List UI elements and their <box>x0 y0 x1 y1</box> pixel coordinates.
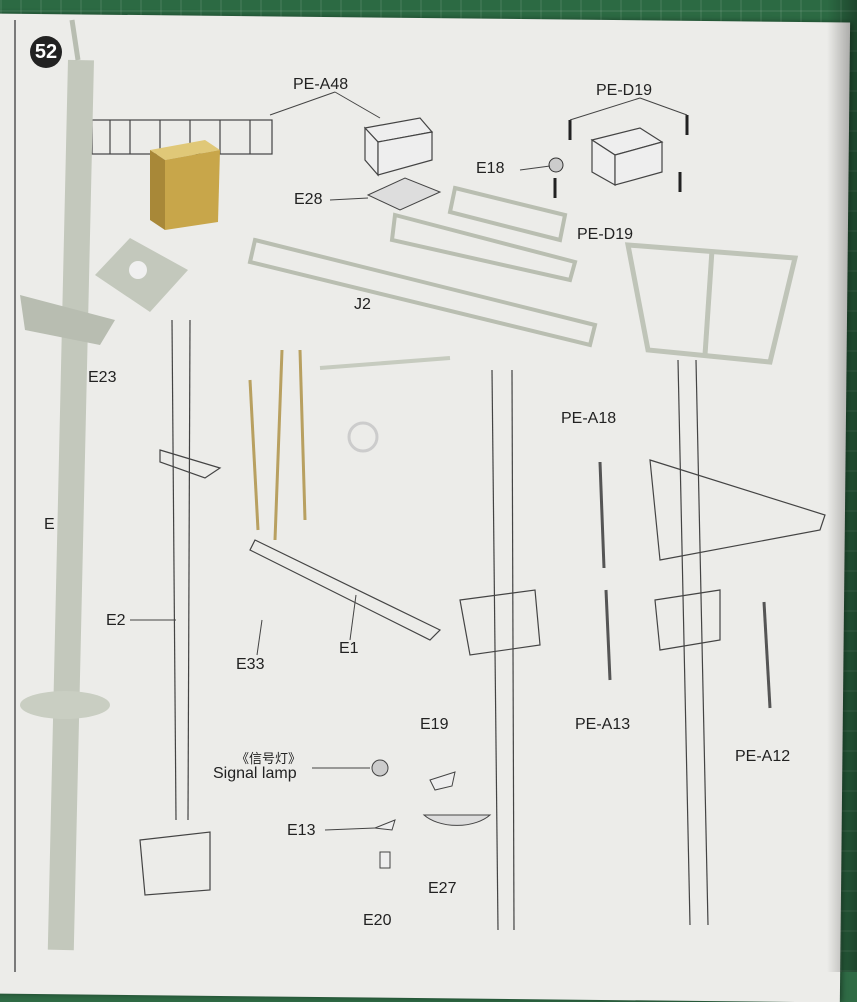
center-mast-drawing <box>249 369 541 931</box>
label-e1: E1 <box>339 640 359 657</box>
label-signal-lamp-en: Signal lamp <box>213 765 297 782</box>
e20-part <box>379 851 391 869</box>
built-mast <box>20 19 115 951</box>
label-e23: E23 <box>88 369 117 386</box>
label-e28: E28 <box>294 191 323 208</box>
pe-a48-box <box>363 117 434 177</box>
plastic-ladders <box>247 185 598 348</box>
label-pe-a12: PE-A12 <box>735 748 791 765</box>
label-e27: E27 <box>428 880 457 897</box>
plate-hole <box>129 261 147 279</box>
e13-part <box>374 819 396 831</box>
label-pe-d19-bottom: PE-D19 <box>577 226 634 243</box>
label-e19: E19 <box>420 716 449 733</box>
label-pe-a18: PE-A18 <box>561 410 617 427</box>
label-pe-a13: PE-A13 <box>575 716 631 733</box>
brass-box <box>150 140 220 230</box>
wheel-part <box>347 421 379 453</box>
step-number-badge: 52 <box>30 36 62 68</box>
label-e2: E2 <box>106 612 126 629</box>
signal-lamp-part <box>371 759 389 777</box>
pe-d19-rods <box>553 115 689 198</box>
label-pe-a48: PE-A48 <box>293 76 349 93</box>
pe-d19-box <box>590 127 664 187</box>
e19-part <box>429 771 456 791</box>
e-rod <box>319 356 451 370</box>
assembly-drawing <box>14 19 826 972</box>
e2-mast-drawing <box>139 319 222 896</box>
plastic-frame <box>624 242 799 365</box>
e28-plate <box>366 177 442 211</box>
label-j2: J2 <box>354 296 371 313</box>
e27-part <box>422 814 492 826</box>
pe-ladders <box>598 461 772 709</box>
label-e18: E18 <box>476 160 505 177</box>
leader-lines <box>130 91 688 831</box>
right-mast-drawing <box>649 359 826 926</box>
page-edge-shadow <box>827 0 857 972</box>
label-e20: E20 <box>363 912 392 929</box>
label-signal-lamp-cn: 《信号灯》 <box>236 751 302 766</box>
label-e13: E13 <box>287 822 316 839</box>
label-e-partial: E <box>44 516 55 533</box>
brass-ladders <box>248 349 307 541</box>
label-pe-d19-top: PE-D19 <box>596 82 653 99</box>
e18-wheel <box>548 157 564 173</box>
label-e33: E33 <box>236 656 265 673</box>
